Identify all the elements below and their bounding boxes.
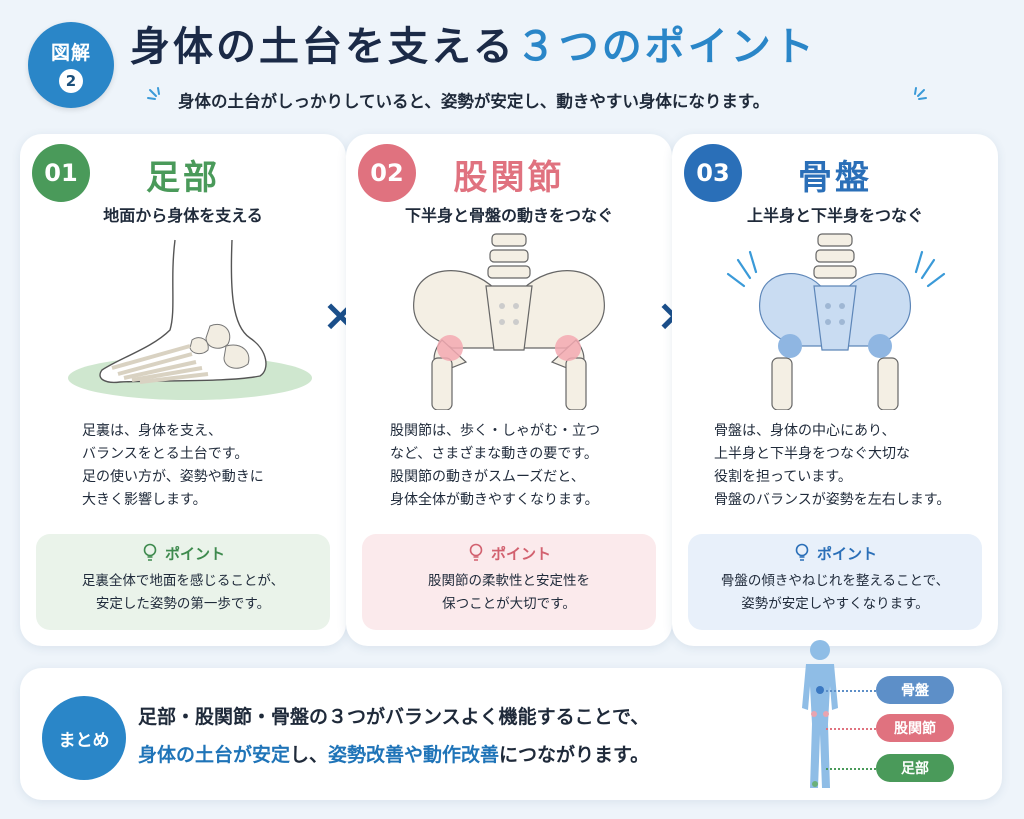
point-heading: ポイント <box>36 542 330 564</box>
leader-line-pelvis <box>826 690 876 692</box>
card-number: 01 <box>32 144 90 202</box>
card-subtitle: 下半身と骨盤の動きをつなぐ <box>404 206 613 225</box>
point-line: 姿勢が安定しやすくなります。 <box>741 596 929 612</box>
sparkle-left-icon <box>147 87 160 100</box>
card-subtitle: 地面から身体を支える <box>103 206 263 225</box>
leader-line-foot <box>826 768 876 770</box>
point-heading: ポイント <box>688 542 982 564</box>
body-line: 足の使い方が、姿勢や動きに <box>82 469 264 485</box>
card-body: 足裏は、身体を支え、 バランスをとる土台です。 足の使い方が、姿勢や動きに 大き… <box>82 420 346 512</box>
point-heading: ポイント <box>362 542 656 564</box>
card-hip-joint: 02 股関節 下半身と骨盤の動きをつなぐ 股関節は、歩く・しゃがむ・立つ など、… <box>346 134 672 646</box>
summary-box: まとめ 足部・股関節・骨盤の３つがバランスよく機能することで、 身体の土台が安定… <box>20 640 1002 800</box>
summary-highlight-2: 姿勢改善や動作改善 <box>328 744 500 766</box>
body-line: 役割を担っています。 <box>714 469 852 485</box>
point-text: 骨盤の傾きやねじれを整えることで、 姿勢が安定しやすくなります。 <box>688 570 982 616</box>
pelvis-highlight-illustration <box>726 233 946 410</box>
sparkle-right-icon <box>914 87 927 100</box>
point-box: ポイント 足裏全体で地面を感じることが、 安定した姿勢の第一歩です。 <box>36 534 330 630</box>
lightbulb-icon <box>469 543 483 561</box>
title-accent: ３つのポイント <box>515 24 817 70</box>
card-subtitle: 上半身と下半身をつなぐ <box>746 206 923 225</box>
point-text: 股関節の柔軟性と安定性を 保つことが大切です。 <box>362 570 656 616</box>
card-title: 股関節 <box>453 158 565 198</box>
card-body: 股関節は、歩く・しゃがむ・立つ など、さまざまな動きの要です。 股関節の動きがス… <box>390 420 672 512</box>
body-line: 上半身と下半身をつなぐ大切な <box>714 446 910 462</box>
card-foot: 01 足部 地面から身体を支える 足裏は、身体を支え、 バランスをとる土台です。… <box>20 134 346 646</box>
body-line: バランスをとる土台です。 <box>82 446 249 462</box>
badge-label: 図解 <box>50 41 91 64</box>
lightbulb-icon <box>795 543 809 561</box>
body-line: 股関節は、歩く・しゃがむ・立つ <box>390 423 600 439</box>
page-subtitle: 身体の土台がしっかりしていると、姿勢が安定し、動きやすい身体になります。 <box>178 92 770 111</box>
point-line: 骨盤の傾きやねじれを整えることで、 <box>720 573 950 589</box>
card-title: 足部 <box>146 158 220 198</box>
body-line: 大きく影響します。 <box>82 492 207 508</box>
card-body: 骨盤は、身体の中心にあり、 上半身と下半身をつなぐ大切な 役割を担っています。 … <box>714 420 998 512</box>
pelvis-hip-illustration <box>413 233 605 410</box>
point-label: ポイント <box>164 545 225 563</box>
point-line: 安定した姿勢の第一歩です。 <box>95 596 271 612</box>
point-box: ポイント 骨盤の傾きやねじれを整えることで、 姿勢が安定しやすくなります。 <box>688 534 982 630</box>
leader-line-hip <box>826 728 876 730</box>
card-title: 骨盤 <box>798 158 872 198</box>
tag-hip-joint: 股関節 <box>876 714 954 742</box>
lightbulb-icon <box>143 543 157 561</box>
human-body-figure-icon <box>802 640 838 788</box>
card-number: 02 <box>358 144 416 202</box>
summary-text-mid: し、 <box>290 744 329 766</box>
body-line: 骨盤は、身体の中心にあり、 <box>714 423 896 439</box>
point-line: 足裏全体で地面を感じることが、 <box>81 573 285 589</box>
foot-skeleton-illustration <box>68 239 312 400</box>
point-line: 股関節の柔軟性と安定性を <box>428 573 590 589</box>
summary-highlight-1: 身体の土台が安定 <box>138 744 291 766</box>
point-label: ポイント <box>816 545 877 563</box>
card-pelvis: 03 骨盤 上半身と下半身をつなぐ <box>672 134 998 646</box>
body-line: 身体全体が動きやすくなります。 <box>390 492 599 508</box>
figure-badge: 図解 2 <box>28 22 114 108</box>
summary-line-2: 身体の土台が安定し、姿勢改善や動作改善につながります。 <box>138 740 649 767</box>
title-main: 身体の土台を支える <box>130 24 516 70</box>
badge-number: 2 <box>59 68 83 93</box>
tag-foot: 足部 <box>876 754 954 782</box>
point-label: ポイント <box>490 545 551 563</box>
body-line: 足裏は、身体を支え、 <box>82 423 222 439</box>
card-number: 03 <box>684 144 742 202</box>
body-line: 股関節の動きがスムーズだと、 <box>390 469 585 485</box>
point-box: ポイント 股関節の柔軟性と安定性を 保つことが大切です。 <box>362 534 656 630</box>
tag-pelvis: 骨盤 <box>876 676 954 704</box>
body-line: など、さまざまな動きの要です。 <box>390 446 598 462</box>
summary-line-1: 足部・股関節・骨盤の３つがバランスよく機能することで、 <box>138 706 650 728</box>
summary-label: まとめ <box>42 696 126 780</box>
page-title: 身体の土台を支える３つのポイント <box>130 14 817 70</box>
body-line: 骨盤のバランスが姿勢を左右します。 <box>714 492 951 508</box>
summary-text-end: につながります。 <box>499 744 650 766</box>
point-line: 保つことが大切です。 <box>442 596 576 612</box>
point-text: 足裏全体で地面を感じることが、 安定した姿勢の第一歩です。 <box>36 570 330 616</box>
